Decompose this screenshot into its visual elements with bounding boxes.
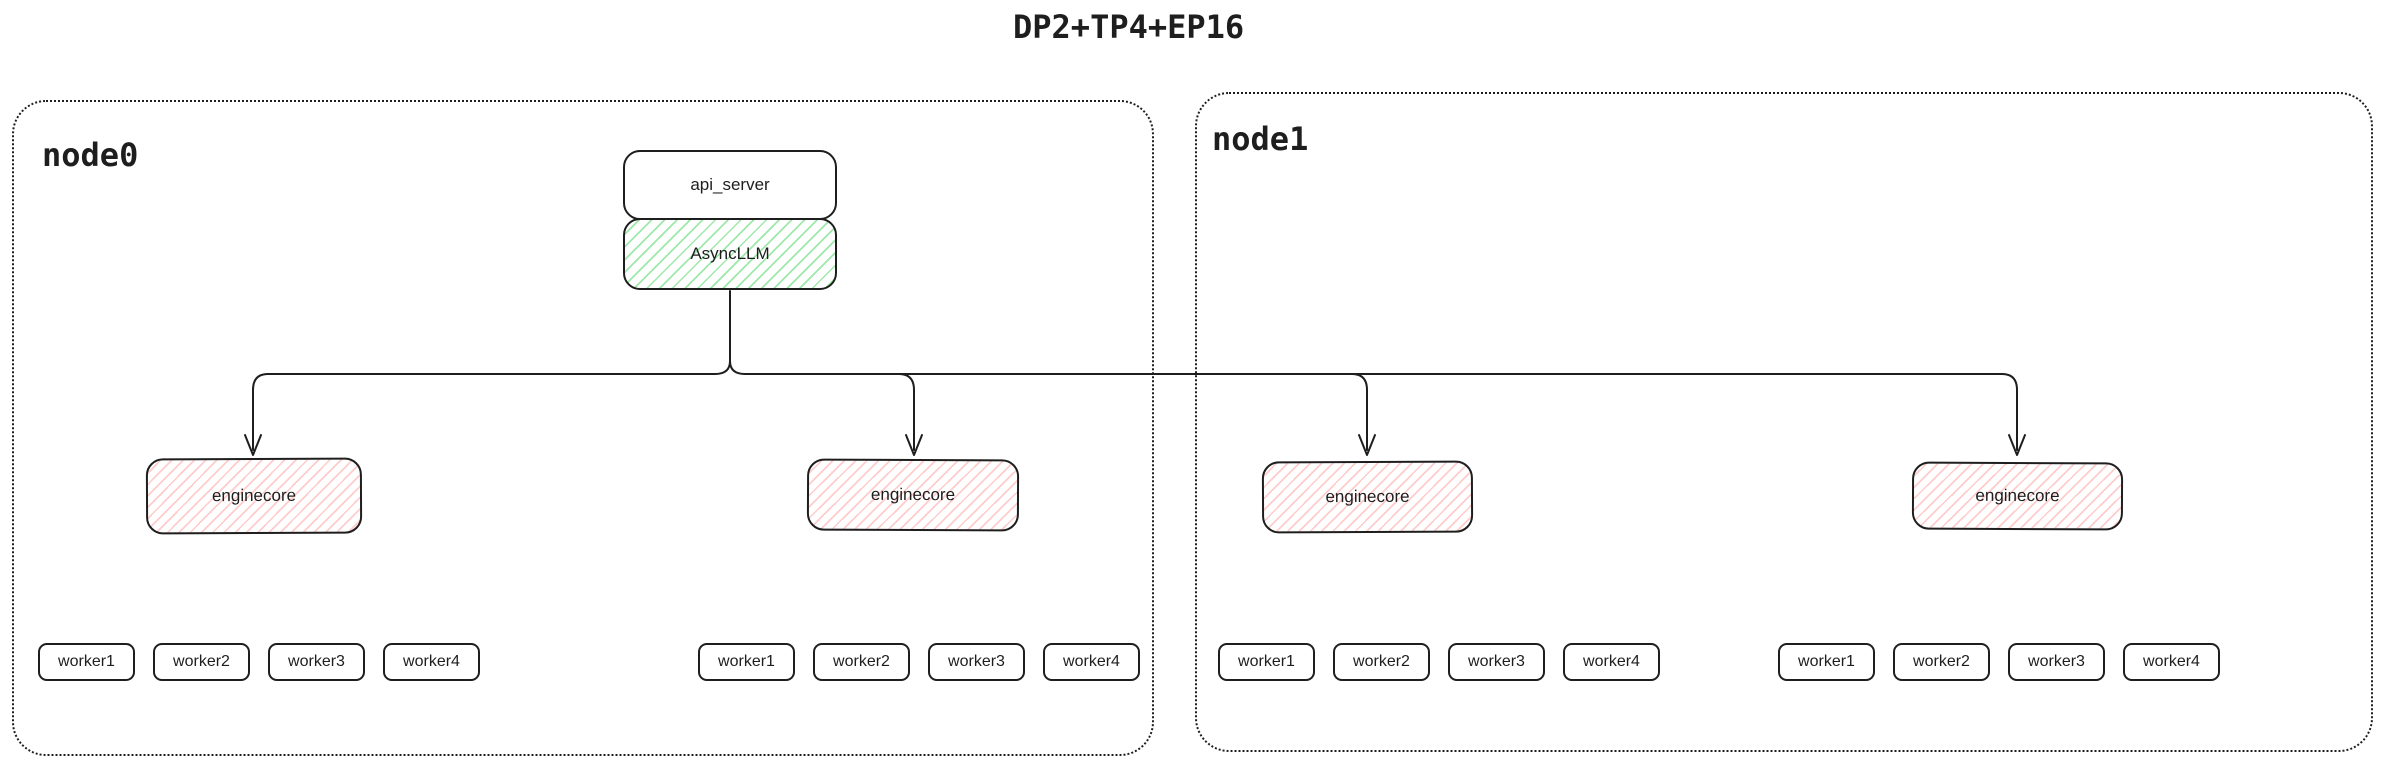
worker-label: worker4: [403, 653, 460, 670]
worker-label: worker1: [1798, 653, 1855, 670]
node0-label: node0: [42, 136, 139, 174]
worker-label: worker3: [288, 653, 345, 670]
worker-box: worker4: [1563, 643, 1660, 681]
enginecore-box-3: enginecore: [1261, 460, 1474, 534]
worker-label: worker1: [718, 653, 775, 670]
worker-box: worker4: [1043, 643, 1140, 681]
worker-label: worker1: [1238, 653, 1295, 670]
worker-box: worker3: [1448, 643, 1545, 681]
node0-container: [12, 100, 1154, 756]
worker-row-3: worker1 worker2 worker3 worker4: [1218, 643, 1660, 681]
worker-label: worker4: [1583, 653, 1640, 670]
worker-box: worker1: [698, 643, 795, 681]
worker-label: worker2: [833, 653, 890, 670]
worker-box: worker3: [928, 643, 1025, 681]
worker-label: worker3: [1468, 653, 1525, 670]
worker-row-4: worker1 worker2 worker3 worker4: [1778, 643, 2220, 681]
worker-box: worker3: [268, 643, 365, 681]
worker-box: worker2: [1893, 643, 1990, 681]
asyncllm-box: AsyncLLM: [623, 218, 837, 290]
worker-box: worker2: [153, 643, 250, 681]
worker-label: worker2: [1353, 653, 1410, 670]
worker-box: worker3: [2008, 643, 2105, 681]
enginecore-box-1: enginecore: [145, 457, 363, 535]
worker-label: worker1: [58, 653, 115, 670]
enginecore-label: enginecore: [870, 484, 956, 505]
enginecore-box-2: enginecore: [806, 458, 1020, 532]
worker-label: worker3: [948, 653, 1005, 670]
enginecore-label: enginecore: [211, 485, 297, 506]
enginecore-label: enginecore: [1325, 486, 1410, 507]
diagram-title: DP2+TP4+EP16: [1013, 8, 1245, 46]
worker-box: worker2: [1333, 643, 1430, 681]
worker-label: worker3: [2028, 653, 2085, 670]
worker-label: worker4: [2143, 653, 2200, 670]
worker-row-1: worker1 worker2 worker3 worker4: [38, 643, 480, 681]
worker-label: worker2: [1913, 653, 1970, 670]
worker-row-2: worker1 worker2 worker3 worker4: [698, 643, 1140, 681]
enginecore-label: enginecore: [1975, 485, 2060, 506]
api-server-label: api_server: [690, 175, 770, 194]
worker-box: worker4: [2123, 643, 2220, 681]
api-server-box: api_server: [623, 150, 837, 220]
worker-box: worker1: [1778, 643, 1875, 681]
worker-box: worker1: [38, 643, 135, 681]
node1-container: [1195, 92, 2373, 752]
asyncllm-label: AsyncLLM: [690, 244, 770, 263]
worker-label: worker4: [1063, 653, 1120, 670]
worker-box: worker4: [383, 643, 480, 681]
enginecore-box-4: enginecore: [1911, 461, 2124, 531]
worker-box: worker1: [1218, 643, 1315, 681]
node1-label: node1: [1212, 120, 1309, 158]
worker-box: worker2: [813, 643, 910, 681]
worker-label: worker2: [173, 653, 230, 670]
